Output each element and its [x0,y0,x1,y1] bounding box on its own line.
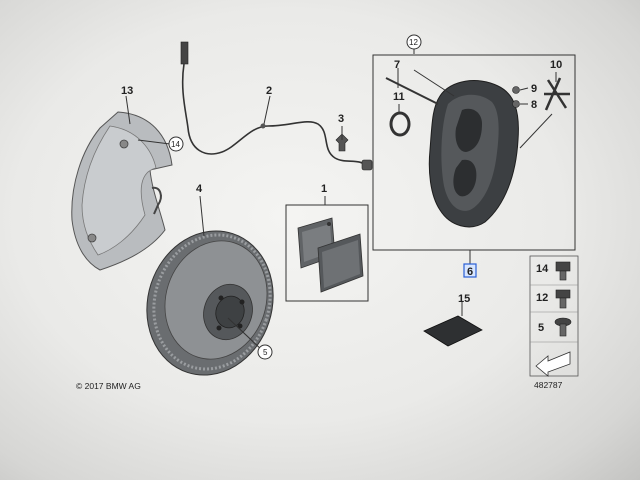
callout-11: 11 [393,91,405,103]
legend-12: 12 [536,292,548,304]
highlight-box-6[interactable] [463,263,477,278]
wear-sensor [180,41,373,171]
diagram-number: 482787 [534,380,563,390]
callout-circle-5 [257,344,273,360]
caliper-box [372,54,576,251]
brake-pads-box [285,204,369,302]
callout-3: 3 [338,113,344,125]
callout-10: 10 [550,59,562,71]
callout-9: 9 [531,83,537,95]
callout-2: 2 [266,85,272,97]
callout-7: 7 [394,59,400,71]
callout-13: 13 [121,85,133,97]
callout-circle-12 [406,34,422,50]
callout-5: 5 [263,348,268,357]
sensor-clip [335,133,349,152]
brake-disc [146,230,274,376]
callout-6: 6 [467,266,473,278]
leader-lines [125,48,557,353]
callout-circle-14 [168,136,184,152]
callout-14: 14 [171,140,180,149]
plate-part [423,315,483,347]
copyright-text: © 2017 BMW AG [76,381,141,391]
callout-1: 1 [321,183,327,195]
legend-5: 5 [538,322,544,334]
callout-12: 12 [409,38,418,47]
legend-14: 14 [536,263,549,275]
callout-15: 15 [458,293,470,305]
callout-4: 4 [196,183,203,195]
legend-box [529,255,579,377]
callout-8: 8 [531,99,537,111]
brake-shield [71,111,173,271]
